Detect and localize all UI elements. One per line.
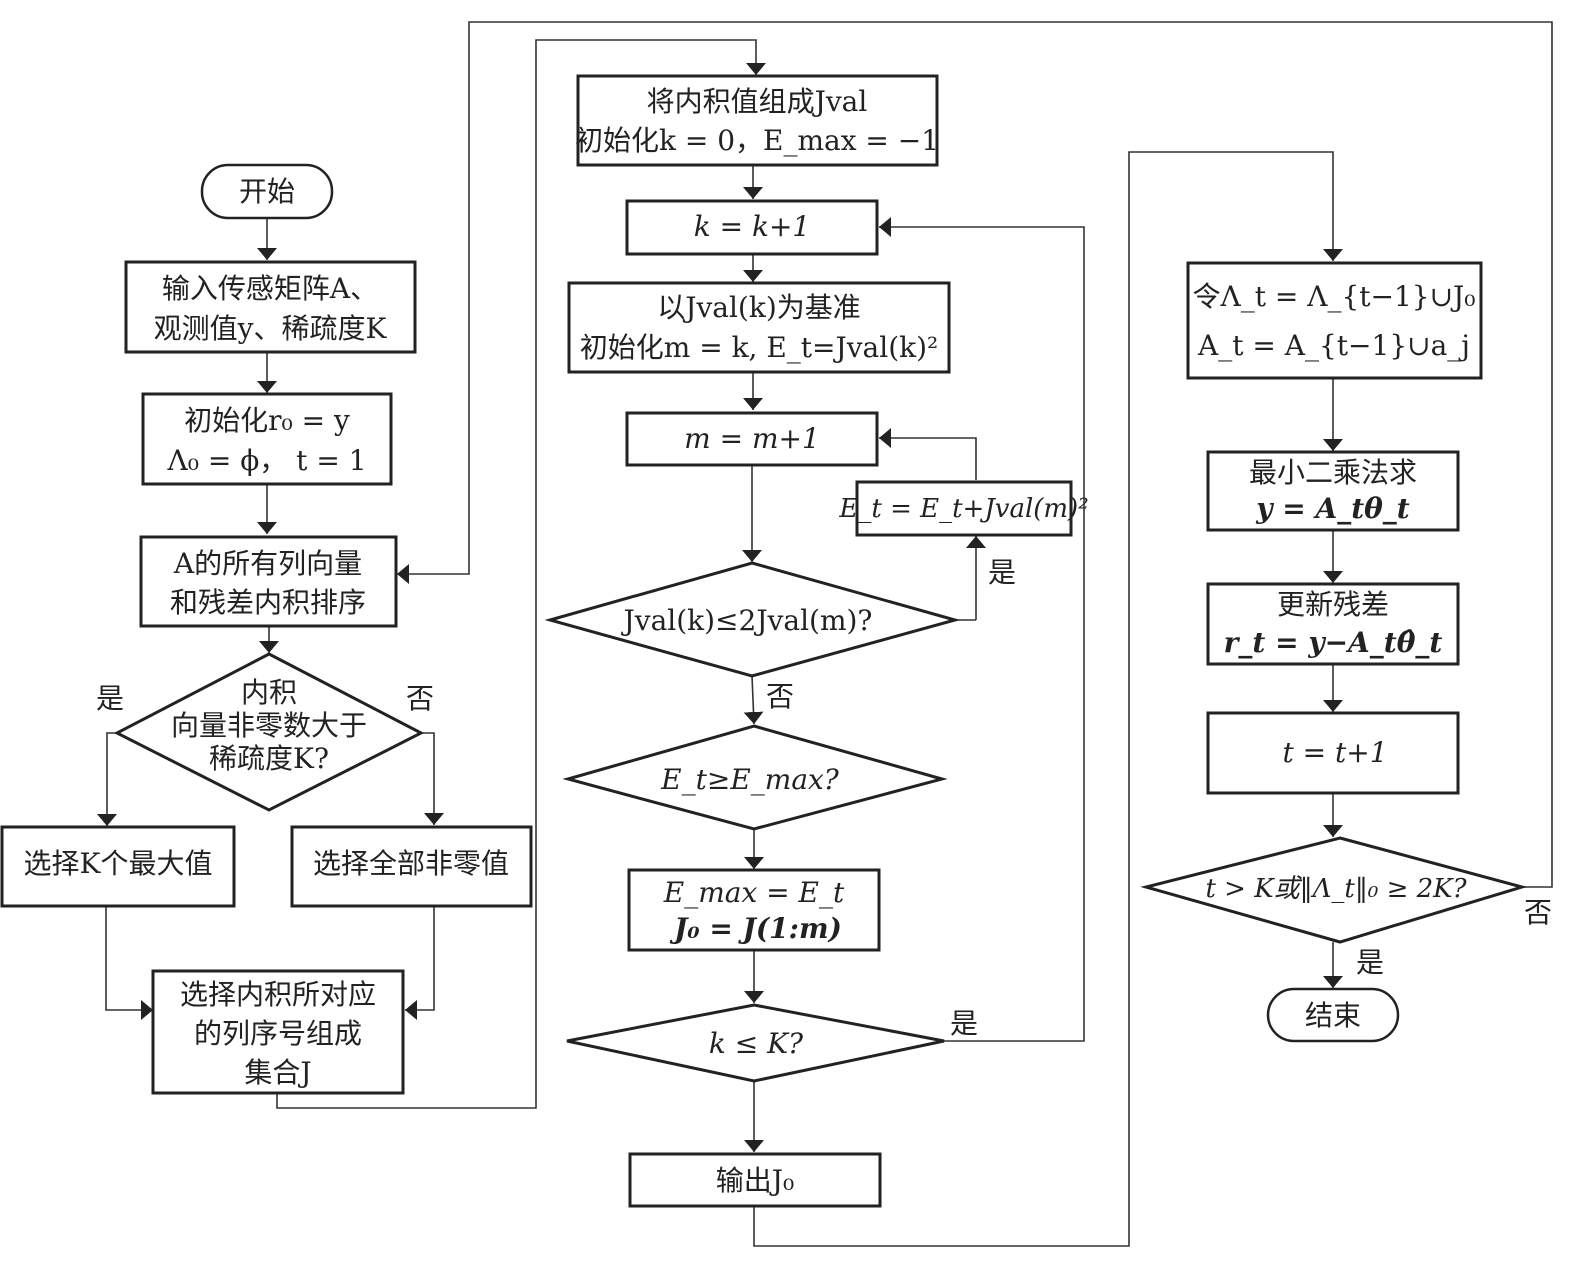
svg-text:t = t+1: t = t+1 <box>1282 736 1387 769</box>
svg-text:k ≤ K?: k ≤ K? <box>709 1027 804 1060</box>
label-decision4-yes: 是 <box>950 1007 978 1040</box>
node-input-line2: 观测值y、稀疏度K <box>154 312 388 345</box>
arrow-decision2-no <box>743 675 764 725</box>
svg-text:选择K个最大值: 选择K个最大值 <box>24 847 213 880</box>
label-decision2-yes: 是 <box>988 556 1016 589</box>
arrow-output-lambda <box>753 151 1343 1247</box>
node-emax: E_max = E_t J₀ = J(1:m) <box>627 868 881 952</box>
node-output: 输出J₀ <box>628 1152 882 1208</box>
node-start: 开始 <box>200 163 334 220</box>
node-selectAll: 选择全部非零值 <box>290 825 533 908</box>
node-init-line2: Λ₀ = ϕ， t = 1 <box>166 444 366 477</box>
node-resid-line1: 更新残差 <box>1277 588 1389 621</box>
svg-text:k = k+1: k = k+1 <box>694 210 810 243</box>
node-setJ-line2: 的列序号组成 <box>194 1017 362 1050</box>
node-setJ-line3: 集合J <box>244 1056 311 1089</box>
node-base-line1: 以Jval(k)为基准 <box>657 291 861 324</box>
node-sort-line1: A的所有列向量 <box>173 547 362 580</box>
svg-text:m = m+1: m = m+1 <box>684 422 820 455</box>
node-input: 输入传感矩阵A、 观测值y、稀疏度K <box>124 260 417 354</box>
node-setJ: 选择内积所对应 的列序号组成 集合J <box>151 969 405 1095</box>
arrow-selectAll-setJ <box>405 906 435 1020</box>
node-decision5: t > K或‖Λ_t‖₀ ≥ 2K? <box>1140 836 1528 944</box>
node-emax-line1: E_max = E_t <box>663 876 845 909</box>
node-end: 结束 <box>1266 987 1400 1043</box>
node-resid: 更新残差 r_t = y−A_tθ̂_t <box>1206 582 1460 666</box>
node-resid-line2: r_t = y−A_tθ̂_t <box>1224 626 1443 659</box>
arrow-etupd-minc <box>879 428 977 480</box>
node-decision1-line2: 向量非零数大于 <box>171 709 367 742</box>
node-input-line1: 输入传感矩阵A、 <box>162 272 378 305</box>
node-decision2: Jval(k)≤2Jval(m)? <box>544 561 961 678</box>
label-decision1-yes: 是 <box>96 682 124 715</box>
node-sort-line2: 和残差内积排序 <box>170 586 366 619</box>
node-lambda-line2: A_t = A_{t−1}∪a_j <box>1197 329 1470 362</box>
node-selectK: 选择K个最大值 <box>0 825 236 908</box>
node-minc: m = m+1 <box>625 411 879 467</box>
node-decision1-line3: 稀疏度K? <box>209 742 329 775</box>
connectors <box>97 21 1553 1247</box>
node-lambda: 令Λ_t = Λ_{t−1}∪J₀ A_t = A_{t−1}∪a_j <box>1186 261 1483 380</box>
label-decision5-yes: 是 <box>1356 946 1384 979</box>
arrow-decision5-no <box>397 21 1553 888</box>
label-decision1-no: 否 <box>406 682 434 715</box>
svg-text:Jval(k)≤2Jval(m)?: Jval(k)≤2Jval(m)? <box>621 604 873 637</box>
label-decision5-no: 否 <box>1524 896 1552 929</box>
node-tinc: t = t+1 <box>1206 711 1460 795</box>
node-ls-line2: y = A_tθ_t <box>1255 492 1410 525</box>
node-emax-line2: J₀ = J(1:m) <box>669 912 842 945</box>
node-jval-line2: 初始化k = 0，E_max = −1 <box>575 124 939 157</box>
node-decision1-line1: 内积 <box>241 676 297 709</box>
arrow-setJ-jval <box>276 39 766 1109</box>
node-base-line2: 初始化m = k, E_t=Jval(k)² <box>580 331 938 364</box>
svg-text:开始: 开始 <box>239 175 295 208</box>
node-setJ-line1: 选择内积所对应 <box>180 978 376 1011</box>
node-etupd: E_t = E_t+Jval(m)² <box>838 480 1089 537</box>
svg-text:t > K或‖Λ_t‖₀ ≥ 2K?: t > K或‖Λ_t‖₀ ≥ 2K? <box>1205 874 1467 904</box>
arrow-decision1-yes <box>97 732 117 826</box>
label-decision2-no: 否 <box>766 680 794 713</box>
node-decision1: 内积 向量非零数大于 稀疏度K? <box>113 652 425 812</box>
node-decision4: k ≤ K? <box>566 1003 945 1083</box>
node-sort: A的所有列向量 和残差内积排序 <box>139 535 398 628</box>
node-init-line1: 初始化r₀ = y <box>184 404 350 437</box>
svg-text:输出J₀: 输出J₀ <box>716 1164 794 1197</box>
node-ls-line1: 最小二乘法求 <box>1249 456 1417 489</box>
node-lambda-line1: 令Λ_t = Λ_{t−1}∪J₀ <box>1192 280 1475 313</box>
node-base: 以Jval(k)为基准 初始化m = k, E_t=Jval(k)² <box>567 281 951 374</box>
svg-text:E_t = E_t+Jval(m)²: E_t = E_t+Jval(m)² <box>838 494 1088 524</box>
svg-text:E_t≥E_max?: E_t≥E_max? <box>660 763 840 796</box>
node-ls: 最小二乘法求 y = A_tθ_t <box>1206 450 1460 532</box>
svg-text:选择全部非零值: 选择全部非零值 <box>313 847 509 880</box>
arrow-decision1-no <box>421 732 444 825</box>
arrow-decision4-yes <box>879 217 1085 1042</box>
svg-text:结束: 结束 <box>1305 999 1361 1032</box>
arrow-selectK-setJ <box>105 906 153 1020</box>
node-jval-line1: 将内积值组成Jval <box>647 85 868 118</box>
node-jval: 将内积值组成Jval 初始化k = 0，E_max = −1 <box>575 74 939 167</box>
node-init: 初始化r₀ = y Λ₀ = ϕ， t = 1 <box>141 392 393 486</box>
node-kinc: k = k+1 <box>625 199 879 256</box>
node-decision3: E_t≥E_max? <box>562 724 948 831</box>
